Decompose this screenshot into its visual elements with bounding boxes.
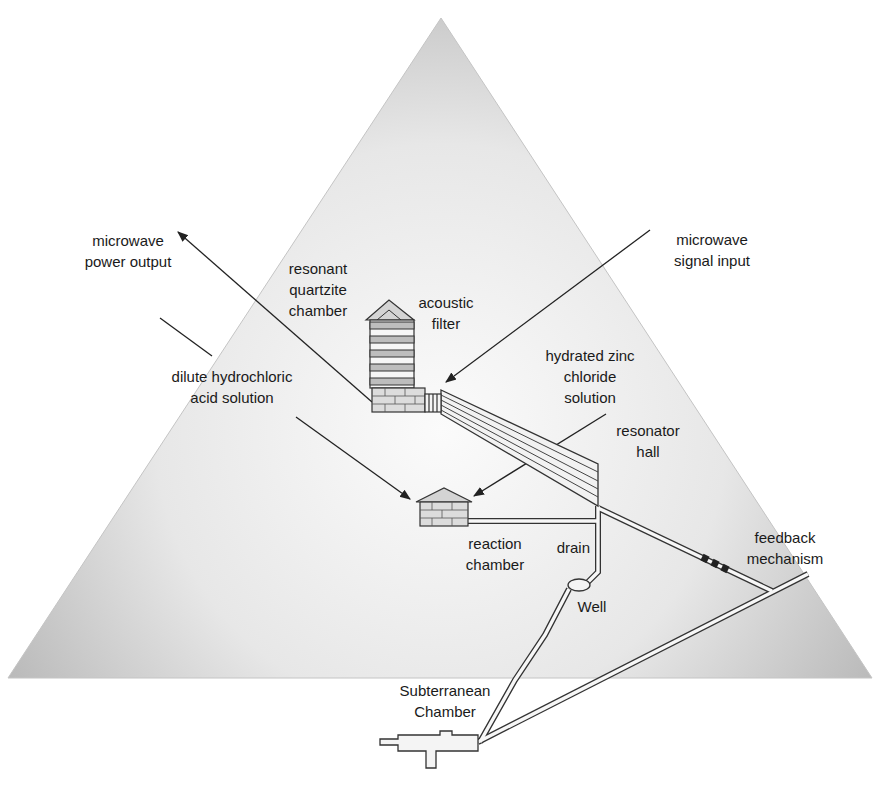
gable-line <box>377 310 389 320</box>
beam <box>370 336 414 343</box>
part-label: dilute hydrochloric acid solution <box>169 366 295 408</box>
brick-line <box>372 404 425 405</box>
acid-shaft <box>160 318 212 356</box>
brick-line <box>385 404 386 412</box>
relieving-beams <box>370 322 414 385</box>
brick-line <box>442 510 443 518</box>
relieving-stack <box>370 320 414 388</box>
brick-line <box>420 510 468 511</box>
gable-roof <box>366 300 414 320</box>
filter-bars <box>429 394 437 412</box>
pyramid-body <box>8 18 872 678</box>
beam <box>370 322 414 329</box>
horizontal-passage <box>468 518 598 524</box>
filter-bar <box>432 394 433 412</box>
corbel-line <box>441 405 598 489</box>
plug-block <box>712 562 718 565</box>
part-label: resonator hall <box>614 420 682 462</box>
gallery-corbels <box>441 395 598 497</box>
beam <box>370 378 414 385</box>
brick-line <box>395 396 396 404</box>
acid-shaft <box>296 417 410 499</box>
gable-line <box>389 310 401 320</box>
part-label: reaction chamber <box>464 533 526 575</box>
part-label: Subterranean Chamber <box>395 680 495 722</box>
brick-line <box>452 502 453 510</box>
part-label: resonant quartzite chamber <box>286 258 350 321</box>
corbel-line <box>441 410 598 497</box>
brick-line <box>415 396 416 404</box>
acoustic-filter-room <box>425 394 441 412</box>
plug-block <box>722 567 728 570</box>
part-label: acoustic filter <box>417 292 475 334</box>
plug-block <box>702 557 708 560</box>
filter-bar <box>428 394 429 412</box>
subterranean-room <box>380 731 478 768</box>
filter-bar <box>436 394 437 412</box>
quartzite-chamber <box>372 388 425 412</box>
ascending-passage <box>598 508 772 591</box>
chamber-bricks <box>420 502 468 526</box>
brick-line <box>405 388 406 396</box>
brick-line <box>405 404 406 412</box>
chamber-bricks <box>372 388 425 412</box>
corbel-line <box>441 400 598 481</box>
reaction-room <box>420 502 468 526</box>
part-label: hydrated zinc chloride solution <box>542 345 638 408</box>
horizontal-passage <box>468 519 598 522</box>
gallery-outline <box>441 390 598 506</box>
corbel-line <box>441 395 598 472</box>
ascending-passage <box>598 508 772 591</box>
well-grotto <box>568 579 590 591</box>
descending-passage <box>478 574 808 742</box>
beam <box>370 364 414 371</box>
brick-line <box>385 388 386 396</box>
part-label: microwave signal input <box>672 229 752 271</box>
part-label: drain <box>546 537 590 558</box>
brick-line <box>432 518 433 526</box>
part-label: Well <box>570 596 614 617</box>
well-shaft <box>480 589 569 742</box>
part-label: microwave power output <box>82 230 174 272</box>
brick-line <box>452 518 453 526</box>
part-label: feedback mechanism <box>745 527 825 569</box>
beam <box>370 350 414 357</box>
brick-line <box>420 518 468 519</box>
brick-line <box>432 502 433 510</box>
brick-line <box>372 396 425 397</box>
gable-roof <box>416 488 472 502</box>
descending-passage <box>478 574 808 742</box>
plug-blocks <box>702 557 728 570</box>
